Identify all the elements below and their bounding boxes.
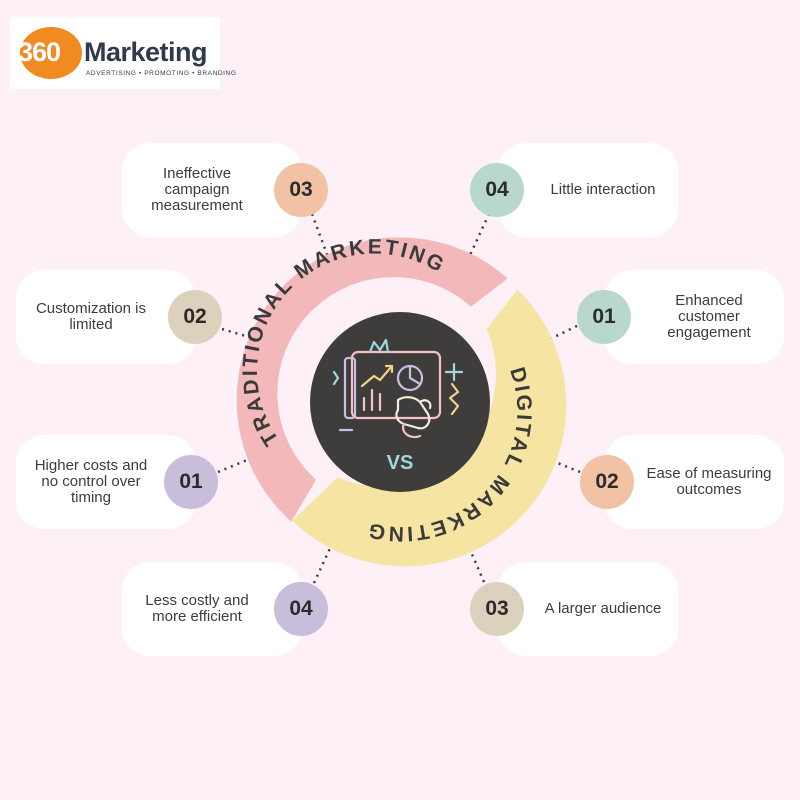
badge-digital-04: 04 xyxy=(470,163,524,217)
card-text: Little interaction xyxy=(550,181,656,198)
badge-traditional-02: 02 xyxy=(168,290,222,344)
card-text: Ineffective campaign measurement xyxy=(151,165,243,214)
traditional-card-02: Customization is limited xyxy=(16,270,196,364)
digital-card-03: A larger audience xyxy=(498,562,678,656)
badge-digital-03: 03 xyxy=(470,582,524,636)
brand-logo: 360 Marketing ADVERTISING • PROMOTING • … xyxy=(10,17,236,89)
digital-card-04: Little interaction xyxy=(498,143,678,237)
logo-circle xyxy=(20,27,82,79)
badge-digital-02: 02 xyxy=(580,455,634,509)
card-text: Enhanced customer engagement xyxy=(667,292,751,341)
traditional-card-04: Less costly and more efficient xyxy=(122,562,302,656)
logo-word: Marketing xyxy=(84,37,208,67)
connector-t01 xyxy=(217,456,253,474)
digital-card-01: Enhanced customer engagement xyxy=(604,270,784,364)
vs-label: VS xyxy=(387,452,414,474)
digital-arc xyxy=(292,289,567,567)
card-text: Less costly and more efficient xyxy=(145,592,249,625)
connector-d01 xyxy=(547,324,578,342)
logo-tagline: ADVERTISING • PROMOTING • BRANDING xyxy=(86,70,237,77)
connector-t04 xyxy=(312,543,334,584)
badge-traditional-01: 01 xyxy=(164,455,218,509)
badge-traditional-03: 03 xyxy=(274,163,328,217)
connector-d04 xyxy=(468,213,491,256)
traditional-card-03: Ineffective campaign measurement xyxy=(122,143,302,237)
card-text: Customization is limited xyxy=(35,300,147,333)
card-text: Higher costs and no control over timing xyxy=(34,457,148,506)
traditional-arc xyxy=(236,237,508,522)
badge-traditional-04: 04 xyxy=(274,582,328,636)
card-text: A larger audience xyxy=(544,600,662,617)
traditional-card-01: Higher costs and no control over timing xyxy=(16,435,196,529)
card-text: Ease of measuring outcomes xyxy=(646,465,772,498)
analytics-touch-icon xyxy=(332,338,464,439)
badge-digital-01: 01 xyxy=(577,290,631,344)
center-circle xyxy=(310,312,490,492)
connector-t03 xyxy=(310,213,330,258)
digital-card-02: Ease of measuring outcomes xyxy=(604,435,784,529)
logo-number: 360 xyxy=(18,37,61,67)
